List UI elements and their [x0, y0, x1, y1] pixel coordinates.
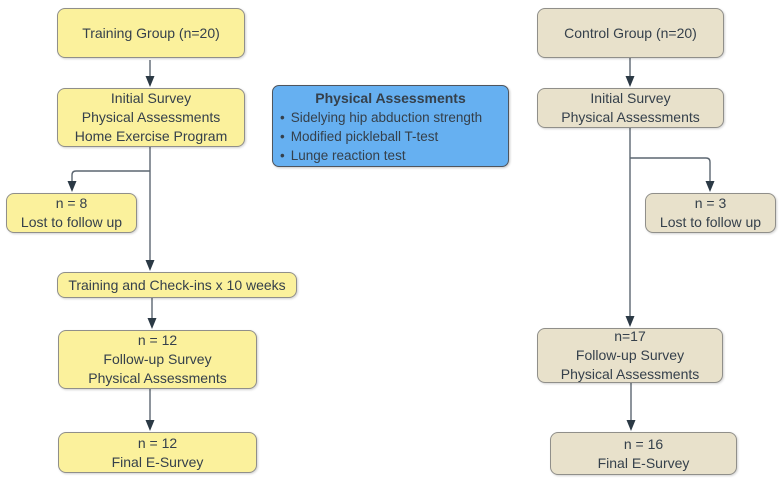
node-control-group: Control Group (n=20) [537, 8, 724, 58]
node-control-lost: n = 3 Lost to follow up [645, 193, 776, 233]
node-training-group: Training Group (n=20) [57, 8, 245, 58]
node-control-initial: Initial Survey Physical Assessments [537, 88, 724, 128]
arrow-initial-to-followup-right [625, 128, 635, 327]
bullet-icon: • [280, 129, 285, 144]
arrow-followup-to-final-right [626, 383, 636, 431]
bullet-icon: • [280, 148, 285, 163]
arrow-followup-to-final-left [145, 389, 155, 431]
node-training-final-line1: n = 12 [137, 434, 178, 451]
arrow-training-group-to-initial [145, 60, 155, 87]
node-training-lost-line1: n = 8 [55, 195, 88, 211]
arrow-training-weeks-to-followup [147, 298, 157, 329]
node-training-followup-line1: n = 12 [137, 332, 178, 348]
node-training-initial: Initial Survey Physical Assessments Home… [57, 88, 245, 147]
note-bullet-2: • Modified pickleball T-test [280, 127, 501, 146]
arrow-branch-to-lost-right [630, 157, 715, 192]
node-control-final-line1: n = 16 [623, 435, 664, 452]
node-training-group-label: Training Group (n=20) [82, 24, 220, 41]
node-training-final: n = 12 Final E-Survey [58, 432, 257, 473]
node-training-lost-line2: Lost to follow up [20, 214, 123, 230]
node-control-initial-line1: Initial Survey [590, 90, 671, 106]
node-control-followup-line2: Follow-up Survey [575, 347, 685, 363]
node-control-final: n = 16 Final E-Survey [550, 432, 737, 475]
node-training-lost: n = 8 Lost to follow up [6, 193, 137, 233]
node-training-initial-line3: Home Exercise Program [74, 128, 228, 144]
node-control-initial-line2: Physical Assessments [561, 109, 700, 125]
bullet-icon: • [280, 110, 285, 125]
node-control-followup-line3: Physical Assessments [560, 366, 700, 382]
node-training-final-line2: Final E-Survey [111, 453, 204, 470]
arrow-initial-to-training-weeks [145, 147, 155, 271]
node-training-initial-line1: Initial Survey [110, 90, 192, 106]
note-bullet-1: • Sidelying hip abduction strength [280, 108, 501, 127]
node-training-initial-line2: Physical Assessments [81, 109, 221, 125]
node-training-followup-line3: Physical Assessments [88, 370, 227, 386]
node-control-followup: n=17 Follow-up Survey Physical Assessmen… [537, 328, 723, 383]
note-title: Physical Assessments [315, 90, 466, 106]
node-training-followup-line2: Follow-up Survey [103, 351, 212, 367]
node-training-weeks-label: Training and Check-ins x 10 weeks [68, 276, 286, 293]
note-bullet-1-text: Sidelying hip abduction strength [290, 110, 483, 125]
node-training-weeks: Training and Check-ins x 10 weeks [57, 272, 297, 298]
node-control-group-label: Control Group (n=20) [564, 24, 697, 41]
node-control-followup-line1: n=17 [614, 328, 646, 344]
node-training-followup: n = 12 Follow-up Survey Physical Assessm… [58, 330, 257, 389]
node-control-lost-line1: n = 3 [694, 195, 727, 211]
note-bullet-3: • Lunge reaction test [280, 146, 501, 165]
arrow-control-group-to-initial [625, 58, 635, 87]
node-control-final-line2: Final E-Survey [597, 454, 690, 471]
node-control-lost-line2: Lost to follow up [659, 214, 762, 230]
note-bullet-3-text: Lunge reaction test [290, 148, 406, 163]
physical-assessments-note: Physical Assessments • Sidelying hip abd… [272, 85, 509, 167]
note-bullet-2-text: Modified pickleball T-test [290, 129, 439, 144]
arrow-branch-to-lost-left [67, 170, 150, 192]
